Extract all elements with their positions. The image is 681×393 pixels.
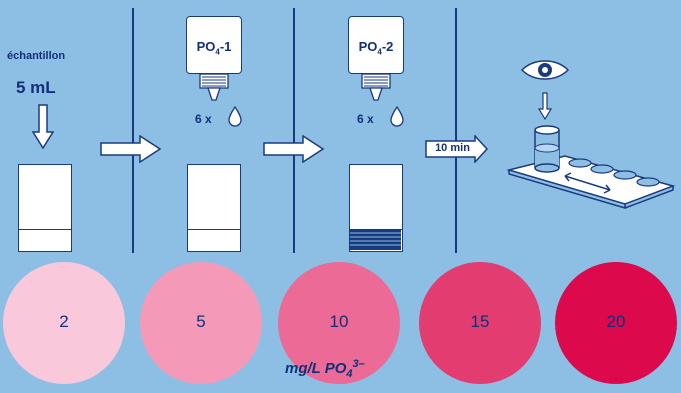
reagent-label: PO4-2 — [358, 39, 394, 57]
reagent-bottle: PO4-2 — [348, 16, 404, 74]
sample-tube — [18, 164, 72, 252]
color-scale-circle: 2 — [3, 262, 125, 384]
down-arrow-icon — [538, 92, 552, 120]
drop-count: 6 x — [195, 112, 212, 126]
eye-icon — [520, 60, 570, 80]
reaction-tube — [187, 164, 241, 252]
colored-tube — [349, 164, 403, 252]
reagent-label: PO4-1 — [196, 39, 232, 57]
drop-icon — [228, 106, 242, 127]
comparator-block — [506, 125, 676, 210]
wait-time-label: 10 min — [435, 142, 470, 154]
dropper-tip-icon — [199, 73, 229, 101]
color-layer — [350, 229, 401, 250]
step-divider — [132, 8, 134, 253]
step-divider — [293, 8, 295, 253]
drop-count: 6 x — [357, 112, 374, 126]
sample-volume: 5 mL — [16, 78, 56, 97]
right-arrow-icon — [425, 135, 489, 163]
color-scale-circle: 20 — [555, 262, 677, 384]
sample-label: échantillon — [7, 50, 66, 62]
unit-label: mg/L PO43– — [285, 358, 365, 380]
color-scale-circle: 5 — [140, 262, 262, 384]
drop-icon — [390, 106, 404, 127]
down-arrow-icon — [32, 104, 54, 150]
color-scale-circle: 15 — [419, 262, 541, 384]
reagent-bottle: PO4-1 — [186, 16, 242, 74]
dropper-tip-icon — [361, 73, 391, 101]
step-divider — [455, 8, 457, 253]
color-scale-circle: 10 — [278, 262, 400, 384]
right-arrow-icon — [100, 135, 162, 163]
right-arrow-icon — [263, 135, 325, 163]
